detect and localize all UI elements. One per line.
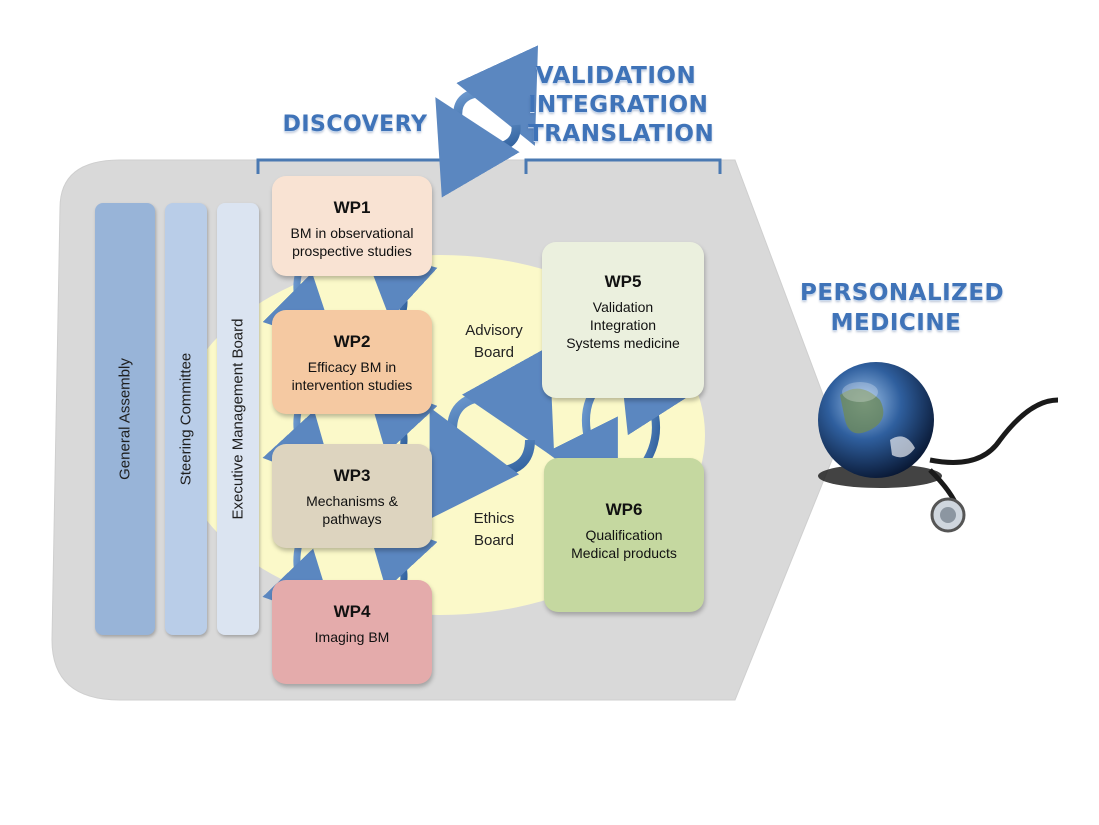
wp2-line-2: intervention studies	[291, 377, 413, 393]
wp1-line-2: prospective studies	[292, 243, 412, 259]
wp6-line-1: Qualification	[585, 527, 663, 543]
wp3-title: WP3	[333, 466, 371, 485]
validation-heading: VALIDATION INTEGRATION TRANSLATION	[528, 62, 715, 149]
wp6-description: Qualification Medical products	[544, 526, 704, 562]
wp1-box: WP1 BM in observational prospective stud…	[272, 176, 432, 276]
heading-line-validation: VALIDATION	[535, 63, 697, 89]
wp5-line-1: Validation	[592, 299, 654, 315]
validation-bracket	[524, 158, 722, 174]
general-assembly-bar: General Assembly	[95, 203, 155, 635]
general-assembly-label: General Assembly	[116, 358, 134, 480]
heading-line-integration: INTEGRATION	[528, 92, 709, 118]
ethics-board-label: Ethics Board	[452, 508, 536, 552]
globe-stethoscope-image	[818, 362, 1059, 533]
wp2-box: WP2 Efficacy BM in intervention studies	[272, 310, 432, 414]
wp1-line-1: BM in observational	[290, 225, 414, 241]
wp3-line-2: pathways	[322, 511, 382, 527]
wp2-title: WP2	[333, 332, 371, 351]
wp2-line-1: Efficacy BM in	[307, 359, 397, 375]
executive-management-board-label: Executive Management Board	[229, 318, 247, 520]
top-cycle-arrows	[435, 45, 538, 198]
advisory-board-line-2: Board	[473, 344, 515, 361]
steering-committee-bar: Steering Committee	[165, 203, 207, 635]
wp3-box: WP3 Mechanisms & pathways	[272, 444, 432, 548]
wp2-description: Efficacy BM in intervention studies	[272, 358, 432, 394]
wp5-line-2: Integration	[589, 317, 657, 333]
wp5-line-3: Systems medicine	[566, 335, 680, 351]
discovery-heading: DISCOVERY	[282, 112, 428, 137]
wp4-box: WP4 Imaging BM	[272, 580, 432, 684]
wp1-description: BM in observational prospective studies	[272, 224, 432, 260]
wp5-description: Validation Integration Systems medicine	[542, 298, 704, 352]
heading-line-personalized: PERSONALIZED	[800, 280, 1005, 306]
wp3-line-1: Mechanisms &	[306, 493, 398, 509]
wp3-description: Mechanisms & pathways	[272, 492, 432, 528]
wp1-title: WP1	[333, 198, 371, 217]
ethics-board-line-2: Board	[473, 532, 515, 549]
personalized-medicine-heading: PERSONALIZED MEDICINE	[800, 278, 1005, 338]
ethics-board-line-1: Ethics	[473, 510, 515, 527]
central-cycle-arrows	[429, 345, 555, 520]
wp5-title: WP5	[604, 272, 642, 291]
steering-committee-label: Steering Committee	[177, 352, 195, 486]
wp4-line-1: Imaging BM	[314, 629, 390, 645]
heading-line-translation: TRANSLATION	[528, 121, 715, 147]
advisory-board-line-1: Advisory	[465, 322, 523, 339]
wp6-line-2: Medical products	[571, 545, 677, 561]
heading-line-medicine: MEDICINE	[830, 310, 962, 336]
wp5-box: WP5 Validation Integration Systems medic…	[542, 242, 704, 398]
executive-management-board-bar: Executive Management Board	[217, 203, 259, 635]
wp6-title: WP6	[605, 500, 643, 519]
wp4-title: WP4	[333, 602, 371, 621]
wp6-box: WP6 Qualification Medical products	[544, 458, 704, 612]
advisory-board-label: Advisory Board	[452, 320, 536, 364]
